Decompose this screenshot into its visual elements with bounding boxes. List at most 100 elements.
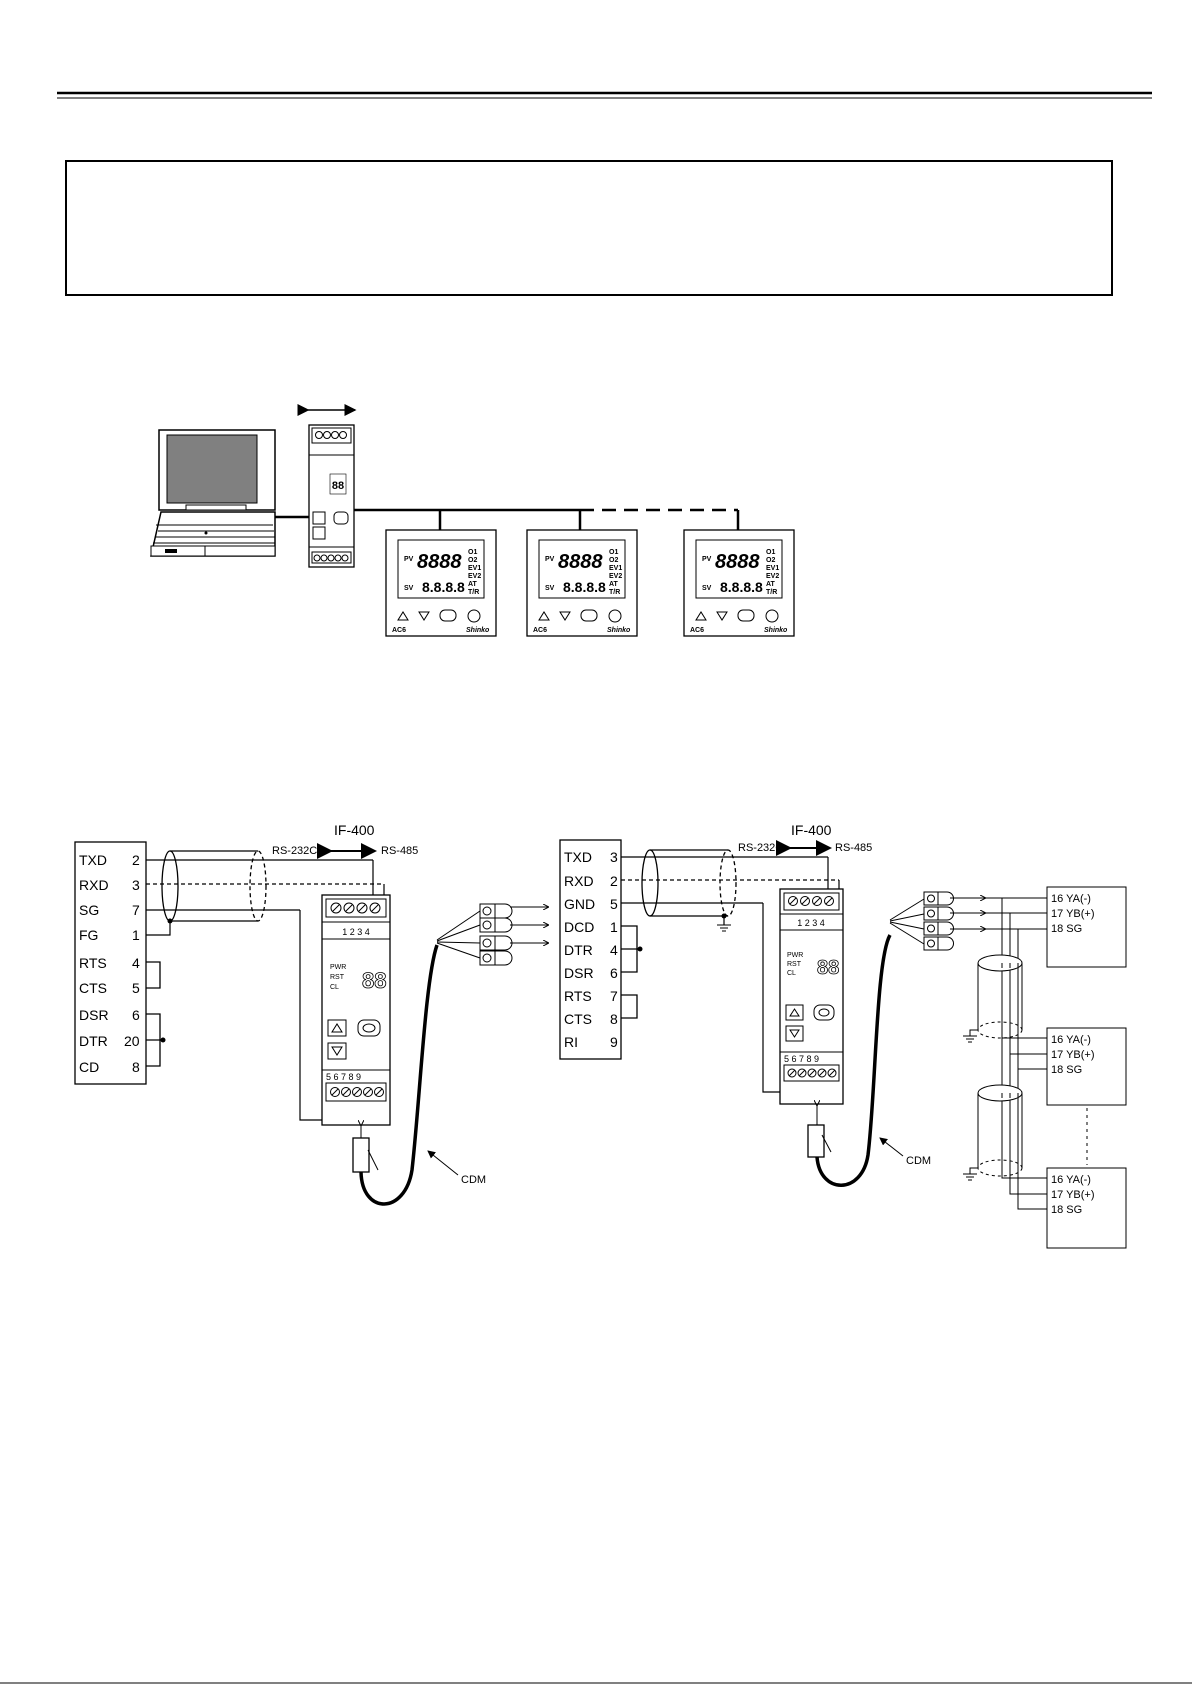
svg-text:EV2: EV2 xyxy=(766,573,779,580)
svg-text:PWR: PWR xyxy=(787,952,803,959)
svg-text:TXD: TXD xyxy=(79,852,107,868)
svg-text:CDM: CDM xyxy=(461,1174,486,1186)
controller-3: PV SV 8888 8.8.8.8 O1 O2 EV1 EV2 AT T/R … xyxy=(683,529,795,637)
svg-text:6: 6 xyxy=(132,1007,140,1023)
svg-text:PV: PV xyxy=(404,556,414,563)
svg-text:CL: CL xyxy=(330,984,339,991)
svg-text:20: 20 xyxy=(124,1033,140,1049)
svg-text:4: 4 xyxy=(132,955,140,971)
svg-text:EV1: EV1 xyxy=(609,565,622,572)
shield-segment-2 xyxy=(963,1084,1023,1181)
svg-text:Shinko: Shinko xyxy=(466,627,490,634)
svg-text:T/R: T/R xyxy=(766,589,777,596)
svg-text:8.8.8.8: 8.8.8.8 xyxy=(720,579,763,595)
db25-connector xyxy=(74,841,147,1085)
svg-text:CTS: CTS xyxy=(79,980,107,996)
svg-text:88: 88 xyxy=(332,480,344,492)
svg-text:SV: SV xyxy=(404,585,414,592)
svg-text:PV: PV xyxy=(545,556,555,563)
svg-text:EV1: EV1 xyxy=(766,565,779,572)
svg-text:17 YB(+): 17 YB(+) xyxy=(1051,1189,1095,1201)
terminal-block-2: 16 YA(-) 17 YB(+) 18 SG xyxy=(1046,1027,1127,1106)
svg-text:3: 3 xyxy=(132,877,140,893)
svg-text:2: 2 xyxy=(610,873,618,889)
header-rule xyxy=(57,91,1152,99)
controller-2: PV SV 8888 8.8.8.8 O1 O2 EV1 EV2 AT T/R … xyxy=(526,529,638,637)
svg-text:18 SG: 18 SG xyxy=(1051,923,1082,935)
svg-text:T/R: T/R xyxy=(609,589,620,596)
svg-text:AT: AT xyxy=(766,581,776,588)
svg-text:16 YA(-): 16 YA(-) xyxy=(1051,1034,1091,1046)
system-overview-diagram: 88 PV SV 8888 8.8.8.8 O1 O2 xyxy=(150,404,795,637)
svg-text:PWR: PWR xyxy=(330,964,346,971)
db9-connector xyxy=(559,839,622,1060)
svg-text:RS-232C: RS-232C xyxy=(738,842,783,854)
svg-text:1: 1 xyxy=(610,919,618,935)
svg-text:17 YB(+): 17 YB(+) xyxy=(1051,1049,1095,1061)
if400-converter-small: 88 xyxy=(308,424,355,568)
svg-text:18 SG: 18 SG xyxy=(1051,1064,1082,1076)
svg-text:O1: O1 xyxy=(609,549,618,556)
svg-text:T/R: T/R xyxy=(468,589,479,596)
svg-text:AC6: AC6 xyxy=(690,627,704,634)
svg-text:1: 1 xyxy=(132,927,140,943)
terminal-block-1: 16 YA(-) 17 YB(+) 18 SG xyxy=(1046,886,1127,968)
svg-text:RTS: RTS xyxy=(564,988,592,1004)
svg-text:8.8.8.8: 8.8.8.8 xyxy=(563,579,606,595)
shield-segment-1 xyxy=(963,954,1023,1043)
svg-text:EV2: EV2 xyxy=(468,573,481,580)
svg-text:6: 6 xyxy=(610,965,618,981)
svg-text:16 YA(-): 16 YA(-) xyxy=(1051,1174,1091,1186)
svg-text:O2: O2 xyxy=(468,557,477,564)
svg-text:SV: SV xyxy=(702,585,712,592)
svg-text:RS-485: RS-485 xyxy=(381,845,418,857)
svg-text:5 6 7 8 9: 5 6 7 8 9 xyxy=(326,1072,361,1082)
svg-text:DTR: DTR xyxy=(564,942,593,958)
svg-text:CDM: CDM xyxy=(906,1155,931,1167)
svg-text:1 2 3 4: 1 2 3 4 xyxy=(342,927,370,937)
svg-text:8.8.8.8: 8.8.8.8 xyxy=(422,579,465,595)
svg-text:O2: O2 xyxy=(766,557,775,564)
svg-text:EV2: EV2 xyxy=(609,573,622,580)
crimp-lugs-right xyxy=(923,891,954,951)
svg-text:O1: O1 xyxy=(468,549,477,556)
terminal-block-3: 16 YA(-) 17 YB(+) 18 SG xyxy=(1046,1167,1127,1249)
svg-text:17 YB(+): 17 YB(+) xyxy=(1051,908,1095,920)
if400-converter-left: 1 2 3 4 PWR RST CL 88 5 6 7 8 9 xyxy=(321,894,391,1126)
svg-text:O2: O2 xyxy=(609,557,618,564)
svg-text:DSR: DSR xyxy=(79,1007,109,1023)
svg-text:8: 8 xyxy=(132,1059,140,1075)
svg-text:9: 9 xyxy=(610,1034,618,1050)
svg-text:GND: GND xyxy=(564,896,595,912)
svg-text:RI: RI xyxy=(564,1034,578,1050)
svg-text:Shinko: Shinko xyxy=(764,627,788,634)
svg-text:RST: RST xyxy=(330,974,345,981)
svg-text:8888: 8888 xyxy=(715,551,760,573)
svg-text:RTS: RTS xyxy=(79,955,107,971)
svg-text:3: 3 xyxy=(610,849,618,865)
svg-text:DSR: DSR xyxy=(564,965,594,981)
svg-text:DTR: DTR xyxy=(79,1033,108,1049)
svg-text:O1: O1 xyxy=(766,549,775,556)
svg-text:IF-400: IF-400 xyxy=(334,822,375,838)
svg-text:FG: FG xyxy=(79,927,98,943)
svg-text:16 YA(-): 16 YA(-) xyxy=(1051,893,1091,905)
svg-text:2: 2 xyxy=(132,852,140,868)
svg-text:PV: PV xyxy=(702,556,712,563)
laptop-icon xyxy=(150,429,276,557)
svg-text:5 6 7 8 9: 5 6 7 8 9 xyxy=(784,1054,819,1064)
model-label: AC6 xyxy=(392,627,406,634)
svg-text:8: 8 xyxy=(610,1011,618,1027)
svg-text:CL: CL xyxy=(787,970,796,977)
svg-text:7: 7 xyxy=(132,902,140,918)
svg-text:AC6: AC6 xyxy=(533,627,547,634)
svg-text:CD: CD xyxy=(79,1059,99,1075)
if400-converter-right: 1 2 3 4 PWR RST CL 88 5 6 7 8 9 xyxy=(779,888,844,1105)
svg-text:SV: SV xyxy=(545,585,555,592)
svg-text:RXD: RXD xyxy=(79,877,109,893)
